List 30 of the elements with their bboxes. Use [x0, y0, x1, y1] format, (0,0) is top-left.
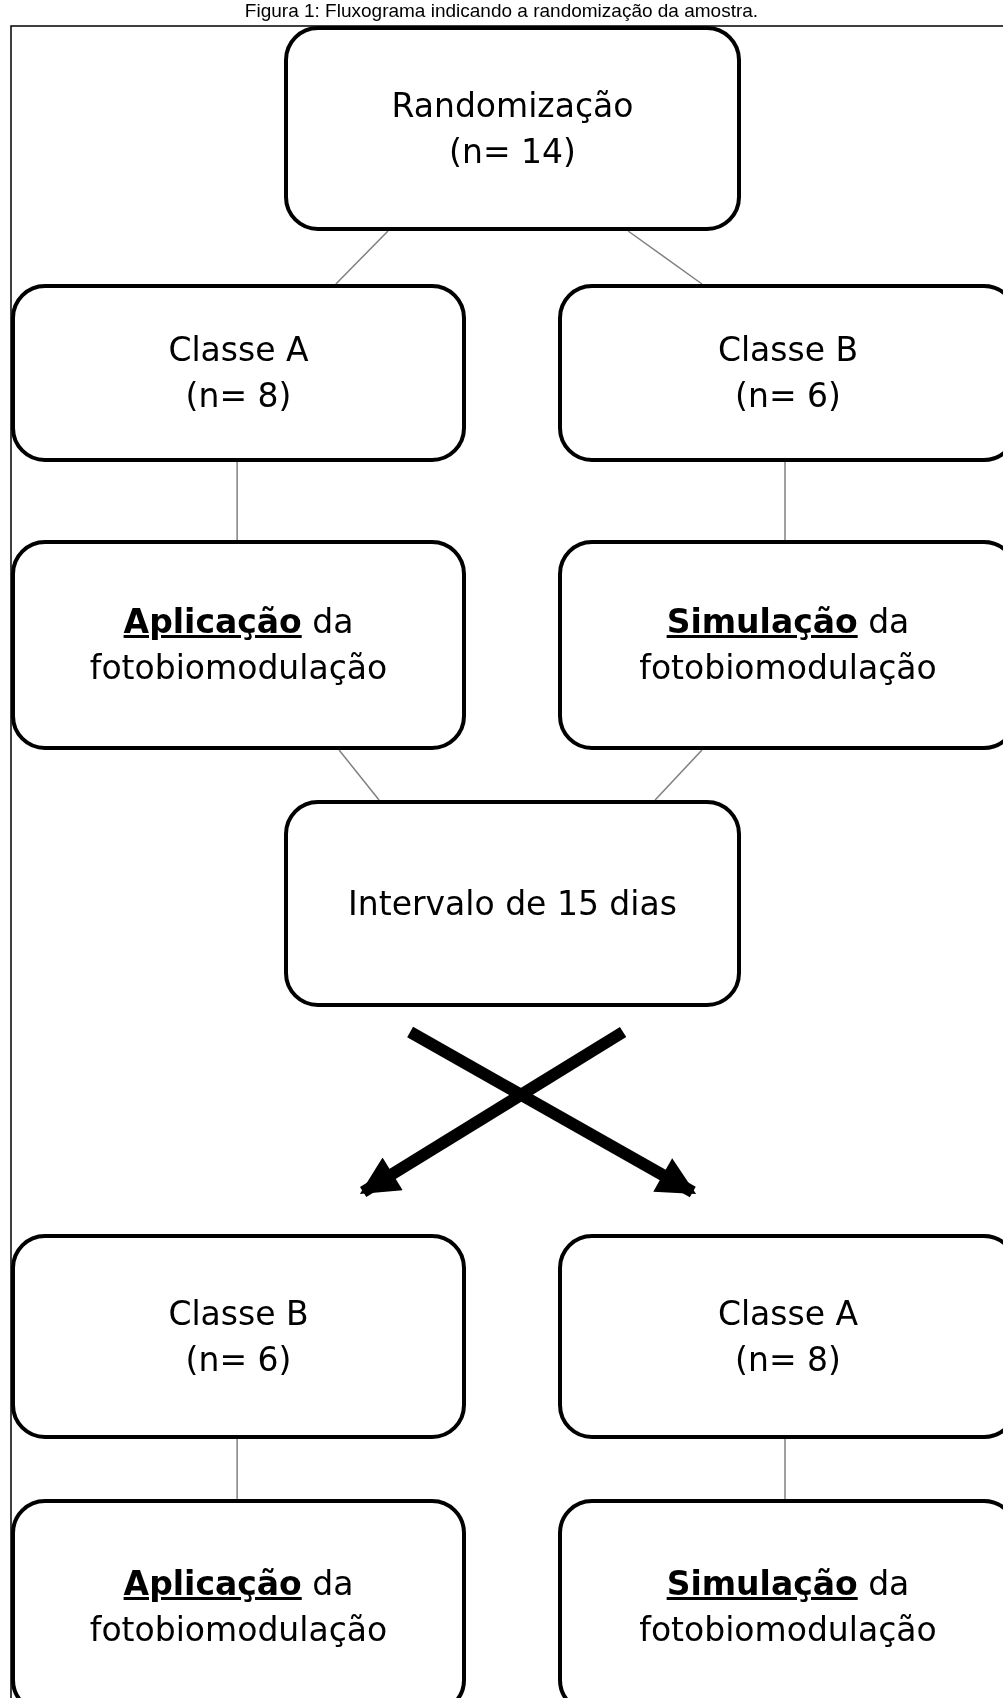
process-box — [558, 1234, 1003, 1439]
box-text: Classe A (n= 8) — [716, 1292, 860, 1381]
connector-line — [236, 1438, 238, 1500]
process-box — [558, 1499, 1003, 1698]
connector-line — [338, 749, 380, 801]
connector-line — [236, 461, 238, 541]
connector-line — [654, 749, 703, 801]
process-box — [11, 540, 466, 750]
box-text: Intervalo de 15 dias — [348, 882, 677, 925]
connector-line — [784, 1438, 786, 1500]
arrow — [359, 1026, 627, 1198]
process-box — [11, 1234, 466, 1439]
box-text: Simulação da fotobiomodulação — [638, 1562, 938, 1651]
process-box — [11, 284, 466, 462]
connector-line — [627, 230, 703, 285]
connector-line — [335, 230, 389, 285]
box-text: Randomização (n= 14) — [390, 84, 635, 173]
box-text: Simulação da fotobiomodulação — [638, 601, 938, 689]
process-box — [284, 26, 741, 231]
box-text: Classe B (n= 6) — [167, 1292, 310, 1381]
connector-line — [784, 461, 786, 541]
process-box — [558, 284, 1003, 462]
process-box — [11, 1499, 466, 1698]
box-text: Classe B (n= 6) — [716, 329, 860, 417]
arrow — [407, 1026, 697, 1198]
box-text: Aplicação da fotobiomodulação — [88, 1562, 389, 1651]
process-box — [284, 800, 741, 1007]
process-box — [558, 540, 1003, 750]
box-text: Aplicação da fotobiomodulação — [88, 601, 389, 689]
box-text: Classe A (n= 8) — [167, 329, 310, 417]
